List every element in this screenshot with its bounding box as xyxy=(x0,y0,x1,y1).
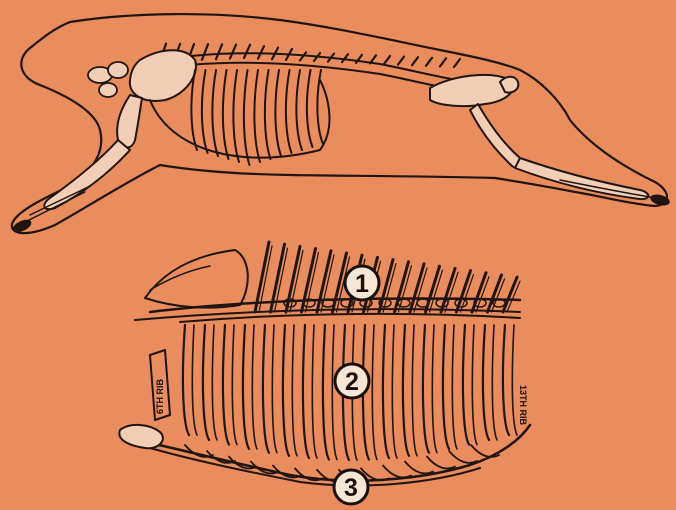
rib xyxy=(443,325,449,449)
vertebra-spine xyxy=(244,45,250,58)
rib xyxy=(303,325,309,458)
callout-2: 2 xyxy=(335,364,369,398)
side-rib xyxy=(307,70,313,147)
side-rib xyxy=(296,70,302,150)
vertebra-spine xyxy=(440,58,446,66)
rib-edge xyxy=(392,325,397,458)
rib-edge xyxy=(472,325,477,445)
side-rib xyxy=(254,70,260,162)
side-rib xyxy=(286,70,292,153)
rib-edge xyxy=(372,325,377,460)
side-rib xyxy=(244,70,250,165)
rib xyxy=(403,325,409,456)
rib-edge xyxy=(312,325,317,458)
callout-1: 1 xyxy=(345,266,379,300)
rib-bottom-curve xyxy=(130,425,530,481)
rib xyxy=(263,325,269,453)
side-rib xyxy=(275,70,281,156)
vertebra-spine xyxy=(426,58,432,66)
rib-edge xyxy=(292,325,297,456)
rib xyxy=(383,325,389,458)
right-rib-label: 13TH RIB xyxy=(518,385,528,426)
side-rib xyxy=(212,70,218,156)
rib xyxy=(463,325,469,445)
callout-2-label: 2 xyxy=(345,368,359,396)
spinous-process xyxy=(395,262,409,312)
rib-edge xyxy=(412,325,417,456)
vertebra-spine xyxy=(384,56,390,64)
carcass-side-view xyxy=(11,14,671,235)
rib-edge xyxy=(432,325,437,453)
shoulder-fragment xyxy=(145,250,248,308)
rib-edge xyxy=(252,325,257,449)
side-rib xyxy=(265,70,271,159)
rib xyxy=(323,325,329,460)
left-rib-label: 6TH RIB xyxy=(155,378,165,414)
vertebra-spine xyxy=(454,59,460,67)
callout-3: 3 xyxy=(334,470,368,504)
shoulder-blade xyxy=(130,50,196,101)
rib-edge xyxy=(272,325,277,453)
side-rib xyxy=(191,70,197,150)
rib-edge xyxy=(232,325,237,445)
rib-section-enlarged: 6TH RIB 13TH RIB 1 2 3 xyxy=(119,242,530,504)
carcass-outline xyxy=(12,14,667,233)
cartilage-mark xyxy=(449,451,477,463)
callout-3-label: 3 xyxy=(344,474,358,502)
cartilage-mark xyxy=(427,457,455,469)
callout-1-label: 1 xyxy=(355,270,369,298)
vertebra-spine xyxy=(398,57,404,65)
rib-edge xyxy=(212,325,217,440)
neck-vertebrae xyxy=(88,62,128,97)
spinous-process xyxy=(441,268,455,312)
rib xyxy=(423,325,429,453)
rib xyxy=(483,325,489,440)
rib-edge xyxy=(512,325,517,435)
rib-edge xyxy=(332,325,337,460)
cartilage-mark xyxy=(405,462,433,474)
rib xyxy=(243,325,249,449)
rib xyxy=(203,325,209,440)
vertebra-spine xyxy=(412,57,418,65)
rib-edge xyxy=(452,325,457,449)
spinous-process xyxy=(457,271,471,312)
side-rib xyxy=(202,70,208,153)
vertebra-spine xyxy=(216,44,222,59)
rib-edge xyxy=(192,325,197,435)
rib xyxy=(283,325,289,456)
vertebra-body xyxy=(398,299,410,307)
rib xyxy=(503,325,509,435)
cartilage-mark xyxy=(383,466,411,478)
vertebra-spine xyxy=(202,44,208,60)
spinous-process xyxy=(286,246,300,312)
side-rib xyxy=(223,70,229,159)
rib xyxy=(223,325,229,445)
rib-edge xyxy=(492,325,497,440)
vertebra-spine xyxy=(230,45,236,59)
spinous-process xyxy=(317,251,331,312)
side-rib xyxy=(233,70,239,162)
spinous-processes xyxy=(255,242,520,312)
rib xyxy=(183,325,189,435)
